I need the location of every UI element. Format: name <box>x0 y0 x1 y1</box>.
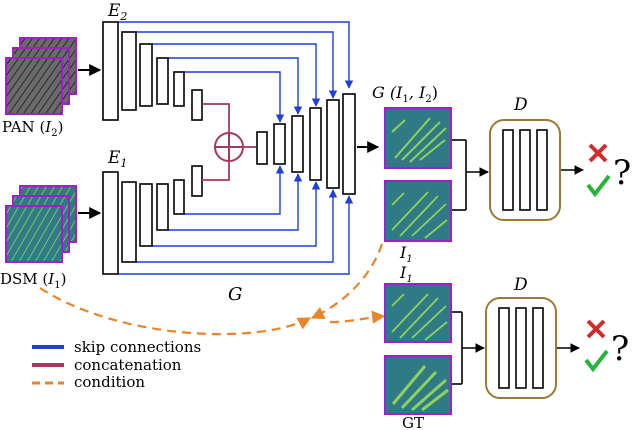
skip-e1-2 <box>136 189 338 263</box>
e1-layer-5 <box>173 179 185 215</box>
e2-layer-3 <box>139 43 153 107</box>
legend-condition-label: condition <box>74 373 145 391</box>
question-top: ? <box>613 153 631 193</box>
concat-from-e1 <box>202 162 230 181</box>
input-i1-image-bottom <box>384 283 452 343</box>
encoder-e2 <box>102 21 203 121</box>
e1-layer-3 <box>139 183 153 247</box>
decoder-layer-5 <box>326 99 340 189</box>
pan-image-stack <box>5 37 77 115</box>
check-icon <box>584 349 609 373</box>
e1-label: E1 <box>107 148 127 170</box>
i1-top-label: I1 <box>399 243 413 265</box>
encoder-e1 <box>102 165 203 275</box>
decoder-layer-2 <box>273 123 286 165</box>
i1-bottom-label: I1 <box>399 263 413 285</box>
e1-layer-2 <box>121 181 137 263</box>
skip-e1-3 <box>152 181 321 247</box>
dsm-image-stack <box>5 185 77 263</box>
generated-image <box>384 107 452 169</box>
decoder-layer-1 <box>256 131 268 165</box>
skip-e2-2 <box>136 31 338 99</box>
condition-paths <box>39 243 386 336</box>
e2-layer-4 <box>156 57 169 105</box>
skip-e2-4 <box>168 57 303 115</box>
legend: skip connections concatenation condition <box>32 338 201 391</box>
legend-concat-label: concatenation <box>74 356 182 374</box>
e2-label: E2 <box>107 1 127 23</box>
check-icon <box>586 174 611 198</box>
discriminator-bottom <box>485 297 557 399</box>
question-bottom: ? <box>611 329 629 369</box>
skip-e1-1 <box>118 195 354 275</box>
decoder-layer-6 <box>342 93 356 195</box>
discriminator-bottom-label: D <box>513 275 528 295</box>
e1-layer-4 <box>156 183 169 231</box>
discriminator-top-label: D <box>513 95 528 115</box>
decoder-layer-3 <box>291 115 304 173</box>
dsm-label: DSM (I1) <box>0 270 66 291</box>
condition-from-i1 <box>310 243 384 319</box>
discriminator-top-input <box>452 139 489 211</box>
skip-e1-4 <box>168 173 303 231</box>
circle-plus-icon <box>214 132 244 162</box>
e1-layer-1 <box>102 171 119 275</box>
gt-label: GT <box>402 414 424 430</box>
condition-to-bottom <box>329 310 386 324</box>
discriminator-top <box>489 119 561 221</box>
condition-from-dsm <box>39 287 312 336</box>
decoder-layer-4 <box>309 107 322 181</box>
input-i1-image-top <box>384 180 452 242</box>
pan-image-front <box>5 57 63 115</box>
generator-label: G <box>228 284 242 305</box>
skip-connections <box>118 21 354 275</box>
legend-skip-label: skip connections <box>74 338 201 356</box>
skip-e2-5 <box>184 71 285 123</box>
discriminator-bottom-input <box>452 311 485 385</box>
skip-e2-1 <box>118 21 354 89</box>
skip-e2-3 <box>152 43 321 107</box>
cross-icon <box>588 143 608 163</box>
e2-layer-6 <box>191 89 203 121</box>
pan-label: PAN (I2) <box>2 118 63 139</box>
generated-output-label: G (I1, I2) <box>372 83 438 105</box>
ground-truth-image <box>384 355 452 415</box>
e2-layer-1 <box>102 21 119 121</box>
decoder <box>256 93 356 195</box>
concatenation <box>202 103 256 181</box>
dsm-image-front <box>5 205 63 263</box>
e1-layer-6 <box>191 165 203 197</box>
cross-icon <box>586 319 606 339</box>
e2-layer-5 <box>173 71 185 107</box>
concat-from-e2 <box>202 103 230 132</box>
skip-e1-5 <box>184 165 285 215</box>
e2-layer-2 <box>121 31 137 111</box>
